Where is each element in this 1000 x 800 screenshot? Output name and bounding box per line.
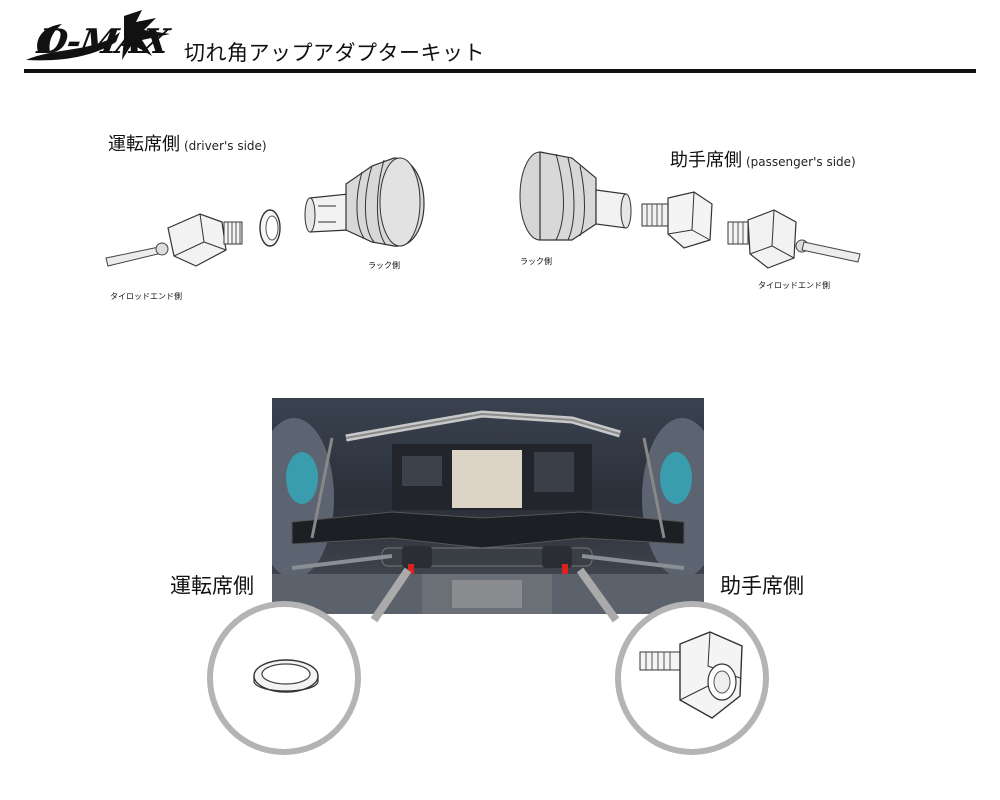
tie-rod-joint — [155, 242, 169, 256]
page-title: 切れ角アップアダプターキット — [184, 41, 485, 65]
tie-rod-thread — [727, 221, 749, 245]
rack-boot — [345, 157, 425, 247]
rack-boot — [519, 151, 597, 241]
driver-side-label: 運転席側 — [108, 134, 180, 155]
rack-shaft — [309, 193, 349, 233]
passenger-side-heading: 助手席側 (passenger's side) — [670, 146, 856, 172]
passenger-callout-circle — [615, 601, 769, 755]
driver-callout-circle — [207, 601, 361, 755]
spacer-ring — [259, 209, 281, 247]
passenger-side-diagram — [519, 151, 861, 269]
logo-swoosh-icon — [26, 10, 170, 61]
driver-rack-label: ラック側 — [368, 261, 400, 270]
driver-leader-line — [370, 567, 412, 623]
spacer-ring-closeup — [253, 659, 319, 693]
logo-text: D-MAX — [34, 22, 172, 62]
header-divider — [24, 69, 976, 73]
passenger-leader-line — [576, 567, 620, 623]
driver-side-diagram — [105, 157, 425, 267]
callout-lines — [370, 567, 620, 623]
brand-logo: D-MAX — [24, 8, 176, 68]
passenger-rack-label: ラック側 — [520, 257, 552, 266]
undercarriage-photo — [272, 398, 704, 614]
passenger-side-label: 助手席側 — [670, 150, 742, 171]
passenger-tierod-label: タイロッドエンド側 — [758, 281, 830, 290]
driver-side-label-en: (driver's side) — [184, 139, 267, 153]
tie-rod-thread — [223, 221, 243, 245]
passenger-side-label-en: (passenger's side) — [746, 155, 856, 169]
adapter-bolt — [641, 191, 713, 249]
page-header: D-MAX 切れ角アップアダプターキット — [0, 0, 1000, 76]
driver-tierod-label: タイロッドエンド側 — [110, 292, 182, 301]
photo-driver-label: 運転席側 — [170, 574, 254, 598]
tie-rod-shaft — [801, 241, 861, 263]
adapter-closeup — [639, 631, 743, 719]
photo-passenger-label: 助手席側 — [720, 574, 804, 598]
tie-rod-end-body — [167, 213, 227, 267]
driver-side-heading: 運転席側 (driver's side) — [108, 130, 267, 156]
